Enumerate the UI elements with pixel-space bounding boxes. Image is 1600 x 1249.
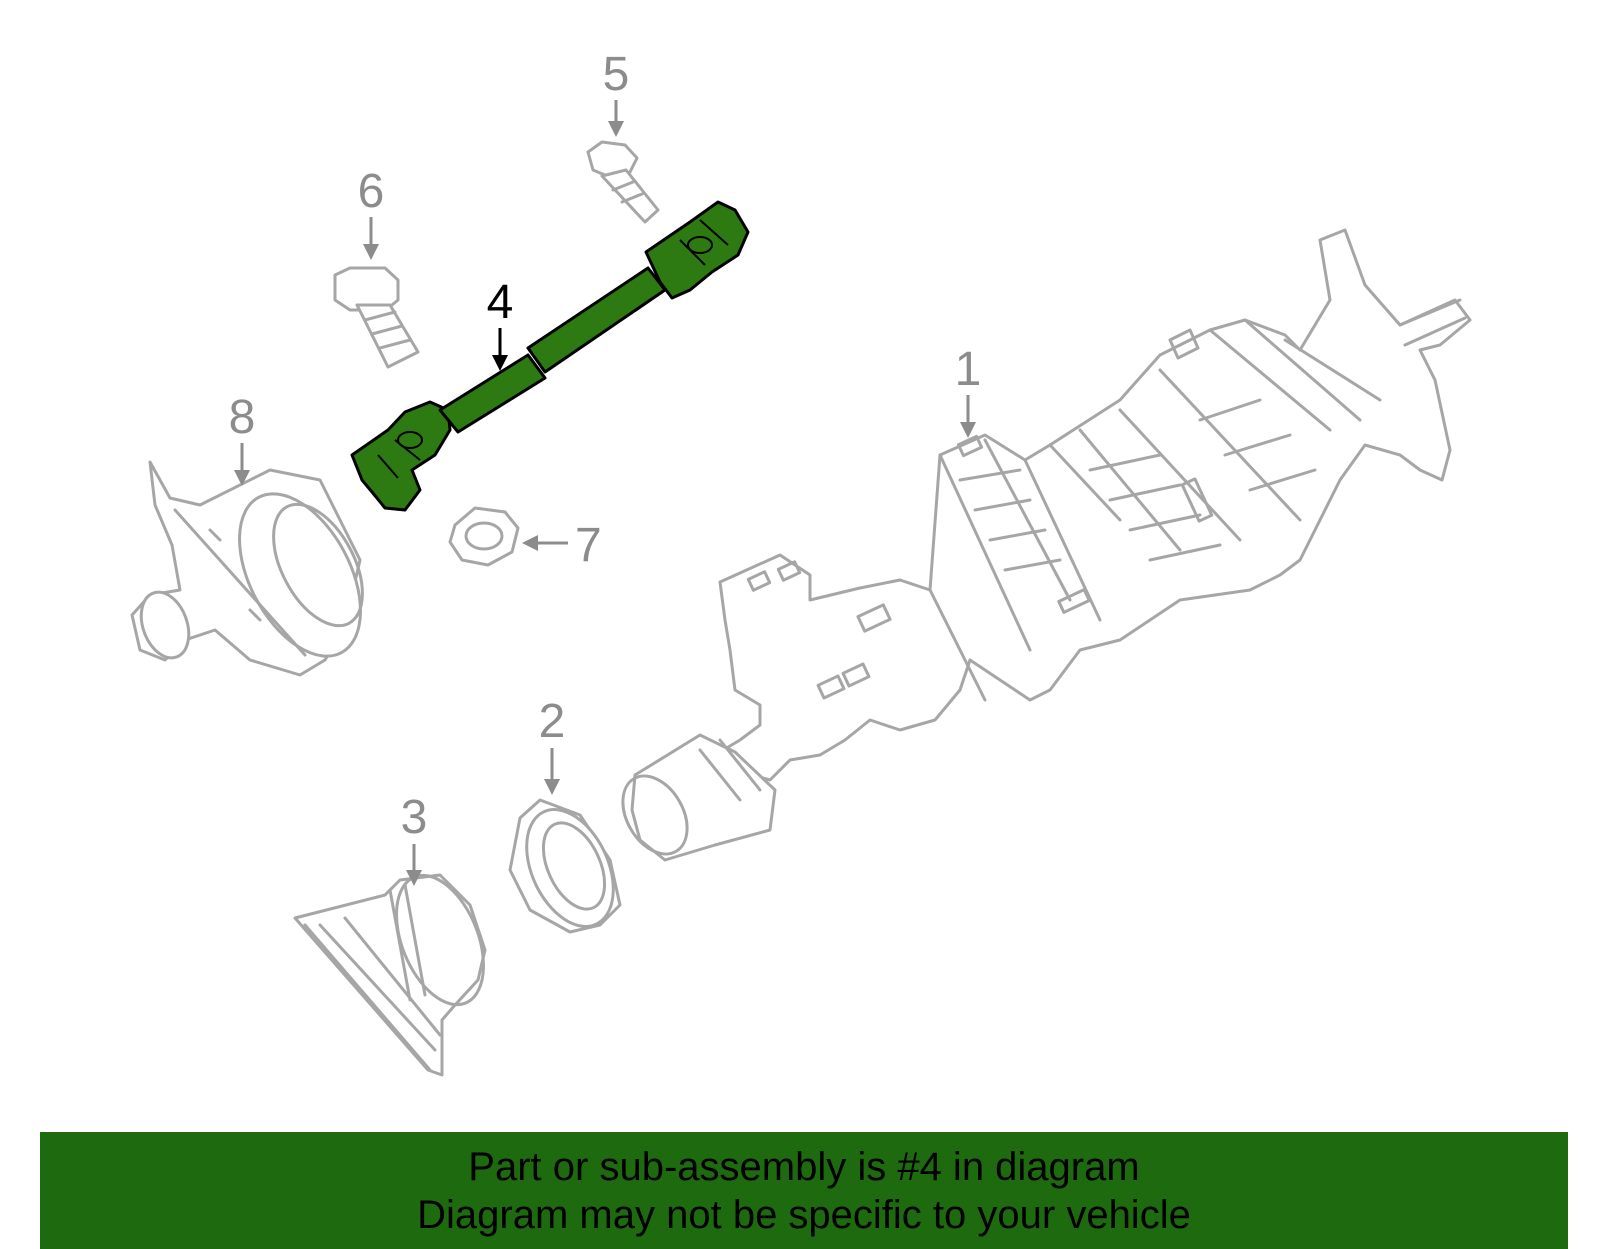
part-8-housing [130, 460, 364, 677]
callout-8-number: 8 [229, 391, 256, 444]
callout-5-number: 5 [603, 48, 630, 101]
callout-7-number: 7 [575, 519, 602, 572]
banner-line-1: Part or sub-assembly is #4 in diagram [468, 1144, 1140, 1189]
callout-2: 2 [539, 695, 566, 795]
callout-6: 6 [358, 165, 385, 260]
part-5-bolt [586, 140, 660, 224]
part-4-intermediate-shaft [350, 200, 750, 512]
banner-line-2: Diagram may not be specific to your vehi… [417, 1192, 1191, 1237]
part-2-bearing-ring [508, 798, 622, 934]
part-7-nut [448, 506, 520, 567]
info-banner: Part or sub-assembly is #4 in diagram Di… [40, 1132, 1568, 1249]
callout-3: 3 [401, 791, 428, 886]
callout-4: 4 [487, 276, 514, 371]
part-1-steering-column [621, 228, 1472, 862]
callout-1-number: 1 [955, 343, 982, 396]
callout-4-number: 4 [487, 276, 514, 329]
callout-6-number: 6 [358, 165, 385, 218]
callout-3-number: 3 [401, 791, 428, 844]
callout-7: 7 [522, 519, 602, 572]
callout-1: 1 [955, 343, 982, 438]
part-3-boot [293, 873, 487, 1077]
callout-2-number: 2 [539, 695, 566, 748]
callout-5: 5 [603, 48, 630, 137]
callout-8: 8 [229, 391, 256, 486]
part-6-bolt [333, 266, 420, 369]
